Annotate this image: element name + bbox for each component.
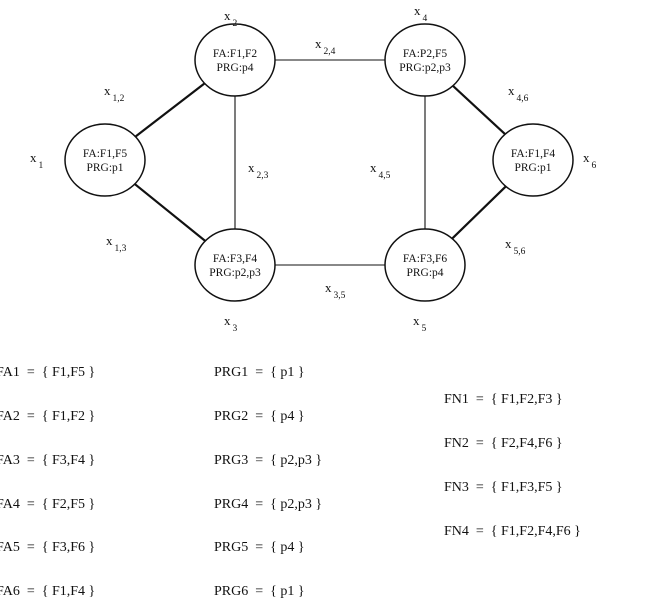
node-fa-label: FA:P2,F5: [403, 48, 447, 60]
fn-definition: FN3 = { F1,F3,F5 }: [444, 479, 563, 495]
prg-definition: PRG3 = { p2,p3 }: [214, 452, 323, 468]
node-fa-label: FA:F1,F4: [511, 148, 555, 160]
node-circle: [384, 23, 466, 97]
node-var-label-n4: x4: [414, 3, 428, 24]
edge-label-e24: x2,4: [315, 36, 336, 57]
fn-definition: FN2 = { F2,F4,F6 }: [444, 435, 563, 451]
fn-definitions: FN1 = { F1,F2,F3 } FN2 = { F2,F4,F6 } FN…: [444, 364, 581, 554]
fa-definition: FA3 = { F3,F4 }: [0, 452, 96, 468]
fa-definition: FA4 = { F2,F5 }: [0, 496, 96, 512]
prg-definition: PRG4 = { p2,p3 }: [214, 496, 323, 512]
node-prg-label: PRG:p2,p3: [209, 267, 261, 279]
edge-label-e56: x5,6: [505, 236, 526, 257]
edge-label-e35: x3,5: [325, 280, 346, 301]
fa-definition: FA1 = { F1,F5 }: [0, 365, 96, 381]
edges: [104, 59, 534, 266]
fa-definitions: FA1 = { F1,F5 } FA2 = { F1,F2 } FA3 = { …: [0, 337, 95, 614]
node-var-label-n3: x3: [224, 313, 238, 334]
fa-definition: FA6 = { F1,F4 }: [0, 584, 96, 600]
node-prg-label: PRG:p4: [216, 62, 253, 74]
edge-label-e46: x4,6: [508, 83, 529, 104]
node-circle: [194, 23, 276, 97]
node-var-label-n6: x6: [583, 150, 597, 171]
prg-definition: PRG5 = { p4 }: [214, 540, 305, 556]
node-circle: [64, 123, 146, 197]
node-circle: [492, 123, 574, 197]
edge-label-e12: x1,2: [104, 83, 125, 104]
node-prg-label: PRG:p4: [406, 267, 443, 279]
node-prg-label: PRG:p1: [86, 162, 123, 174]
fa-definition: FA2 = { F1,F2 }: [0, 408, 96, 424]
node-fa-label: FA:F1,F2: [213, 48, 257, 60]
network-diagram: FA:F1,F5PRG:p1FA:F1,F2PRG:p4FA:F3,F4PRG:…: [30, 3, 597, 334]
edge-label-e45: x4,5: [370, 160, 391, 181]
fa-definition: FA5 = { F3,F6 }: [0, 540, 96, 556]
node-var-label-n2: x2: [224, 8, 238, 29]
node-fa-label: FA:F1,F5: [83, 148, 127, 160]
node-fa-label: FA:F3,F6: [403, 253, 447, 265]
prg-definitions: PRG1 = { p1 } PRG2 = { p4 } PRG3 = { p2,…: [214, 337, 322, 614]
node-circle: [384, 228, 466, 302]
node-var-label-n5: x5: [413, 313, 427, 334]
nodes: FA:F1,F5PRG:p1FA:F1,F2PRG:p4FA:F3,F4PRG:…: [64, 23, 574, 302]
node-var-label-n1: x1: [30, 150, 44, 171]
fn-definition: FN1 = { F1,F2,F3 }: [444, 392, 563, 408]
variable-labels: x1,2 x1,3 x2,3 x2,4 x3,5 x4,5 x4,6 x5,6 x1 x2 x3 x4…: [30, 3, 597, 334]
node-prg-label: PRG:p2,p3: [399, 62, 451, 74]
fn-definition: FN4 = { F1,F2,F4,F6 }: [444, 523, 581, 539]
prg-definition: PRG6 = { p1 }: [214, 584, 305, 600]
edge-label-e13: x1,3: [106, 233, 127, 254]
node-prg-label: PRG:p1: [514, 162, 551, 174]
prg-definition: PRG1 = { p1 }: [214, 365, 305, 381]
edge-label-e23: x2,3: [248, 160, 269, 181]
node-fa-label: FA:F3,F4: [213, 253, 257, 265]
node-circle: [194, 228, 276, 302]
prg-definition: PRG2 = { p4 }: [214, 408, 305, 424]
